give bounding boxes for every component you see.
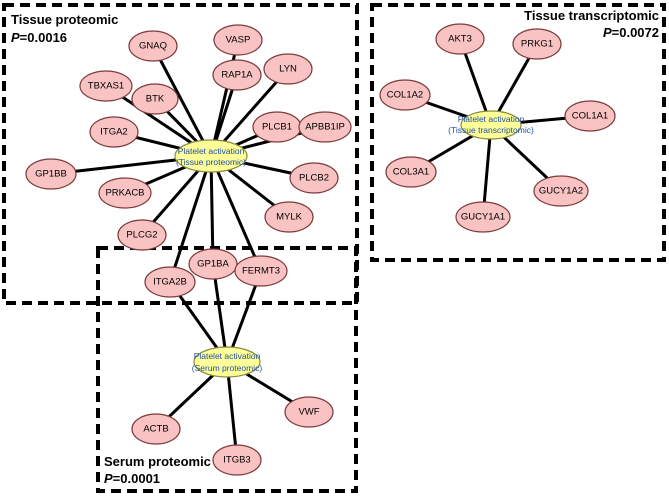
gene-node-gp1bb: GP1BB [25,158,77,190]
edge-hub-sp-gp1ba [211,262,229,364]
edge-hub-sp-itgb3 [225,360,239,462]
gene-label: BTK [146,94,165,105]
hub-node-tissue-proteomic: Platelet activation (Tissue proteomic) [174,139,248,173]
p-letter: P [104,471,113,486]
edge-hub-tp-gnaq [151,44,213,158]
gene-node-vwf: VWF [284,396,334,428]
p-letter: P [11,30,20,45]
gene-node-gnaq: GNAQ [128,30,178,62]
gene-node-btk: BTK [131,83,179,115]
tissue-transcriptomic-pvalue: P=0.0072 [603,25,659,40]
p-value: =0.0016 [20,30,67,45]
gene-label: PLCG2 [126,230,157,241]
gene-label: ITGA2 [100,127,127,138]
p-value: =0.0072 [612,25,659,40]
gene-label: TBXAS1 [88,81,124,92]
gene-label: FERMT3 [242,266,280,277]
gene-label: COL3A1 [393,167,429,178]
gene-node-col3a1: COL3A1 [385,156,437,188]
gene-label: VASP [226,35,251,46]
edge-hub-tp-vasp [209,38,240,158]
gene-node-itga2b: ITGA2B [144,266,196,298]
gene-node-itgb3: ITGB3 [212,444,262,476]
gene-label: LYN [279,64,297,75]
gene-label: PLCB2 [299,173,329,184]
gene-node-itga2: ITGA2 [89,116,139,148]
gene-label: GP1BB [35,169,67,180]
edge-hub-tp-fermt3 [209,154,263,273]
serum-proteomic-region [96,246,358,493]
hub-label-line2: (Serum proteomic) [192,363,263,373]
edge-hub-tp-itga2b [168,154,213,284]
gene-label: PRKG1 [521,39,553,50]
gene-label: COL1A2 [387,90,423,101]
gene-node-gp1ba: GP1BA [188,248,238,280]
gene-label: ITGA2B [153,277,187,288]
gene-label: MYLK [276,212,303,223]
gene-node-akt3: AKT3 [435,23,485,55]
gene-node-actb: ACTB [131,413,181,445]
gene-label: AKT3 [448,34,472,45]
gene-node-prkg1: PRKG1 [512,28,562,60]
gene-node-plcb2: PLCB2 [289,162,339,194]
hub-label-line2: (Tissue proteomic) [176,157,246,167]
p-letter: P [603,25,612,40]
gene-label: PRKACB [105,188,144,199]
hub-label-line2: (Tissue transcriptomic) [448,125,534,135]
gene-label: APBB1IP [305,122,345,133]
gene-label: ITGB3 [223,455,250,466]
tissue-transcriptomic-title: Tissue transcriptomic [524,8,659,23]
hub-label-line1: Platelet activation [178,146,245,156]
gene-label: VWF [298,407,319,418]
gene-node-apbb1ip: APBB1IP [298,111,352,143]
gene-label: RAP1A [221,70,253,81]
gene-label: ACTB [143,424,168,435]
p-value: =0.0001 [113,471,160,486]
edge-hub-tp-gp1ba [209,154,215,266]
gene-node-prkacb: PRKACB [98,177,152,209]
gene-label: PLCB1 [262,122,292,133]
hub-label-line1: Platelet activation [194,351,261,361]
tissue-proteomic-pvalue: P=0.0016 [11,30,67,45]
tissue-transcriptomic-region [370,3,666,262]
hub-node-serum-proteomic: Platelet activation (Serum proteomic) [192,346,263,378]
gene-node-gucy1a2: GUCY1A2 [533,175,589,207]
gene-node-col1a1: COL1A1 [564,100,616,132]
gene-label: COL1A1 [572,111,608,122]
gene-node-gucy1a1: GUCY1A1 [455,201,511,233]
hub-label-line1: Platelet activation [458,114,525,124]
gene-label: GNAQ [139,41,167,52]
gene-label: GUCY1A2 [539,186,583,197]
gene-label: GUCY1A1 [461,212,505,223]
serum-proteomic-title: Serum proteomic [104,454,211,469]
serum-proteomic-pvalue: P=0.0001 [104,471,160,486]
gene-node-fermt3: FERMT3 [234,255,288,287]
gene-node-lyn: LYN [263,53,313,85]
gene-node-tbxas1: TBXAS1 [79,70,133,102]
gene-node-rap1a: RAP1A [212,59,262,91]
gene-node-plcg2: PLCG2 [117,219,167,251]
tissue-proteomic-region [2,3,359,305]
gene-node-mylk: MYLK [264,201,314,233]
gene-node-plcb1: PLCB1 [252,111,302,143]
gene-node-col1a2: COL1A2 [379,79,431,111]
gene-label: GP1BA [197,259,229,270]
gene-node-vasp: VASP [213,24,263,56]
tissue-proteomic-title: Tissue proteomic [11,12,118,27]
hub-node-tissue-transcriptomic: Platelet activation (Tissue transcriptom… [448,110,534,140]
